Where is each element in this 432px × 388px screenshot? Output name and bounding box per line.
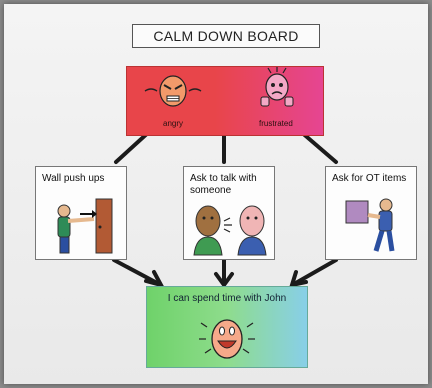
- angry-face-icon: [144, 75, 202, 107]
- strategy-label: Ask for OT items: [332, 173, 407, 184]
- feelings-panel: angry frustrated: [126, 66, 324, 136]
- arrow-ot-to-goal: [292, 258, 338, 286]
- arrow-pushups-to-goal: [112, 258, 161, 286]
- wall-push-up-icon: [57, 198, 113, 254]
- happy-face-icon: [199, 319, 255, 359]
- connector-arrows: [112, 129, 338, 289]
- calm-down-board: CALM DOWN BOARD: [4, 4, 428, 384]
- strategy-label: Wall push ups: [42, 173, 105, 184]
- goal-label: I can spend time with John: [167, 293, 287, 304]
- goal-card: I can spend time with John: [146, 286, 308, 368]
- frustrated-person-icon: [260, 67, 294, 107]
- two-people-talking-icon: [193, 205, 267, 256]
- board-title: CALM DOWN BOARD: [132, 24, 320, 48]
- strategy-label: Ask to talk with someone: [190, 173, 257, 196]
- arrow-to-ot: [298, 129, 338, 164]
- arrow-angry-to-pushups: [114, 129, 152, 164]
- feeling-label-frustrated: frustrated: [259, 119, 293, 128]
- feeling-label-angry: angry: [163, 119, 184, 128]
- strategy-card-ot-items: Ask for OT items: [325, 166, 417, 260]
- strategy-card-wall-push-ups: Wall push ups: [35, 166, 127, 260]
- strategy-card-ask-to-talk: Ask to talk with someone: [183, 166, 275, 260]
- person-holding-box-icon: [345, 198, 395, 252]
